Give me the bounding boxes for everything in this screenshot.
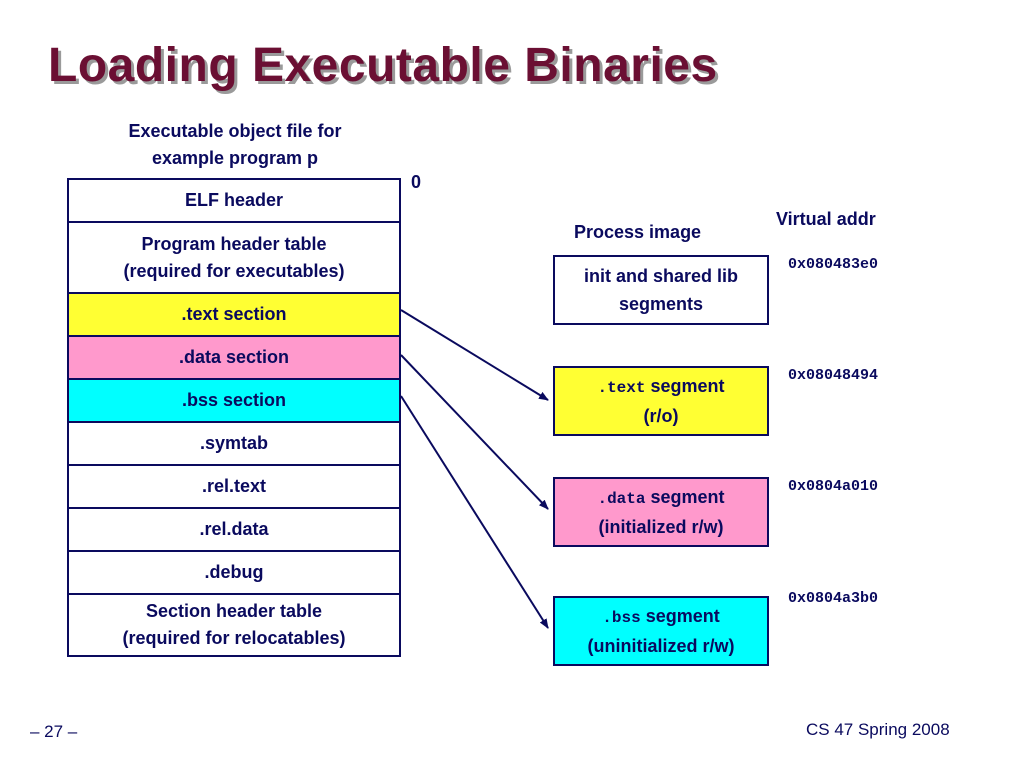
rel-text-row: .rel.text <box>69 466 399 509</box>
text-section-row: .text section <box>69 294 399 337</box>
virtual-addr-label: Virtual addr <box>776 209 876 229</box>
file-caption-line1: Executable object file for <box>128 121 342 141</box>
row-label: ELF header <box>184 190 284 210</box>
row-label: .symtab <box>199 433 269 453</box>
segment-sublabel: segments <box>618 294 704 314</box>
segment-code: .text <box>597 379 646 397</box>
row-label: .bss section <box>181 390 287 410</box>
row-sublabel: (required for relocatables) <box>122 628 346 648</box>
text-segment: .text segment (r/o) <box>553 366 769 436</box>
elf-header-row: ELF header <box>69 180 399 223</box>
segment-label: segment <box>645 487 725 507</box>
row-label: .data section <box>178 347 290 367</box>
offset-zero-label: 0 <box>411 172 422 192</box>
data-mapping-arrow <box>400 354 549 510</box>
segment-code: .data <box>597 490 646 508</box>
text-mapping-arrow <box>400 309 549 401</box>
segment-sublabel: (initialized r/w) <box>598 517 724 537</box>
data-section-row: .data section <box>69 337 399 380</box>
address-text-segment: 0x08048494 <box>788 367 879 384</box>
file-caption-line2: example program p <box>151 148 319 168</box>
course-footer: CS 47 Spring 2008 <box>806 720 950 739</box>
symtab-row: .symtab <box>69 423 399 466</box>
row-label: Section header table <box>145 601 323 621</box>
row-sublabel: (required for executables) <box>123 260 345 281</box>
row-label: .rel.text <box>201 476 267 496</box>
row-label: .debug <box>204 562 264 582</box>
program-header-table-row: Program header table (required for execu… <box>69 223 399 294</box>
segment-sublabel: (uninitialized r/w) <box>587 636 735 656</box>
segment-sublabel: (r/o) <box>643 406 679 426</box>
row-label: .rel.data <box>199 519 269 539</box>
segment-label: segment <box>640 606 720 626</box>
segment-label: segment <box>645 376 725 396</box>
slide-title: Loading Executable Binaries <box>48 39 718 92</box>
page-number: – 27 – <box>30 722 78 741</box>
row-label: Program header table <box>141 233 327 254</box>
bss-mapping-arrow <box>400 395 549 629</box>
row-label: .text section <box>181 304 287 324</box>
segment-code: .bss <box>602 609 641 627</box>
data-segment: .data segment (initialized r/w) <box>553 477 769 547</box>
address-data-segment: 0x0804a010 <box>788 478 879 495</box>
section-header-table-row: Section header table (required for reloc… <box>69 595 399 655</box>
address-init-shared-lib: 0x080483e0 <box>788 256 879 273</box>
address-bss-segment: 0x0804a3b0 <box>788 590 879 607</box>
debug-row: .debug <box>69 552 399 595</box>
init-shared-lib-segment: init and shared lib segments <box>553 255 769 325</box>
executable-file-table: ELF header Program header table (require… <box>67 178 401 657</box>
bss-section-row: .bss section <box>69 380 399 423</box>
rel-data-row: .rel.data <box>69 509 399 552</box>
segment-label: init and shared lib <box>583 266 739 286</box>
bss-segment: .bss segment (uninitialized r/w) <box>553 596 769 666</box>
file-caption: Executable object file for example progr… <box>68 118 402 172</box>
process-image-label: Process image <box>574 222 702 242</box>
